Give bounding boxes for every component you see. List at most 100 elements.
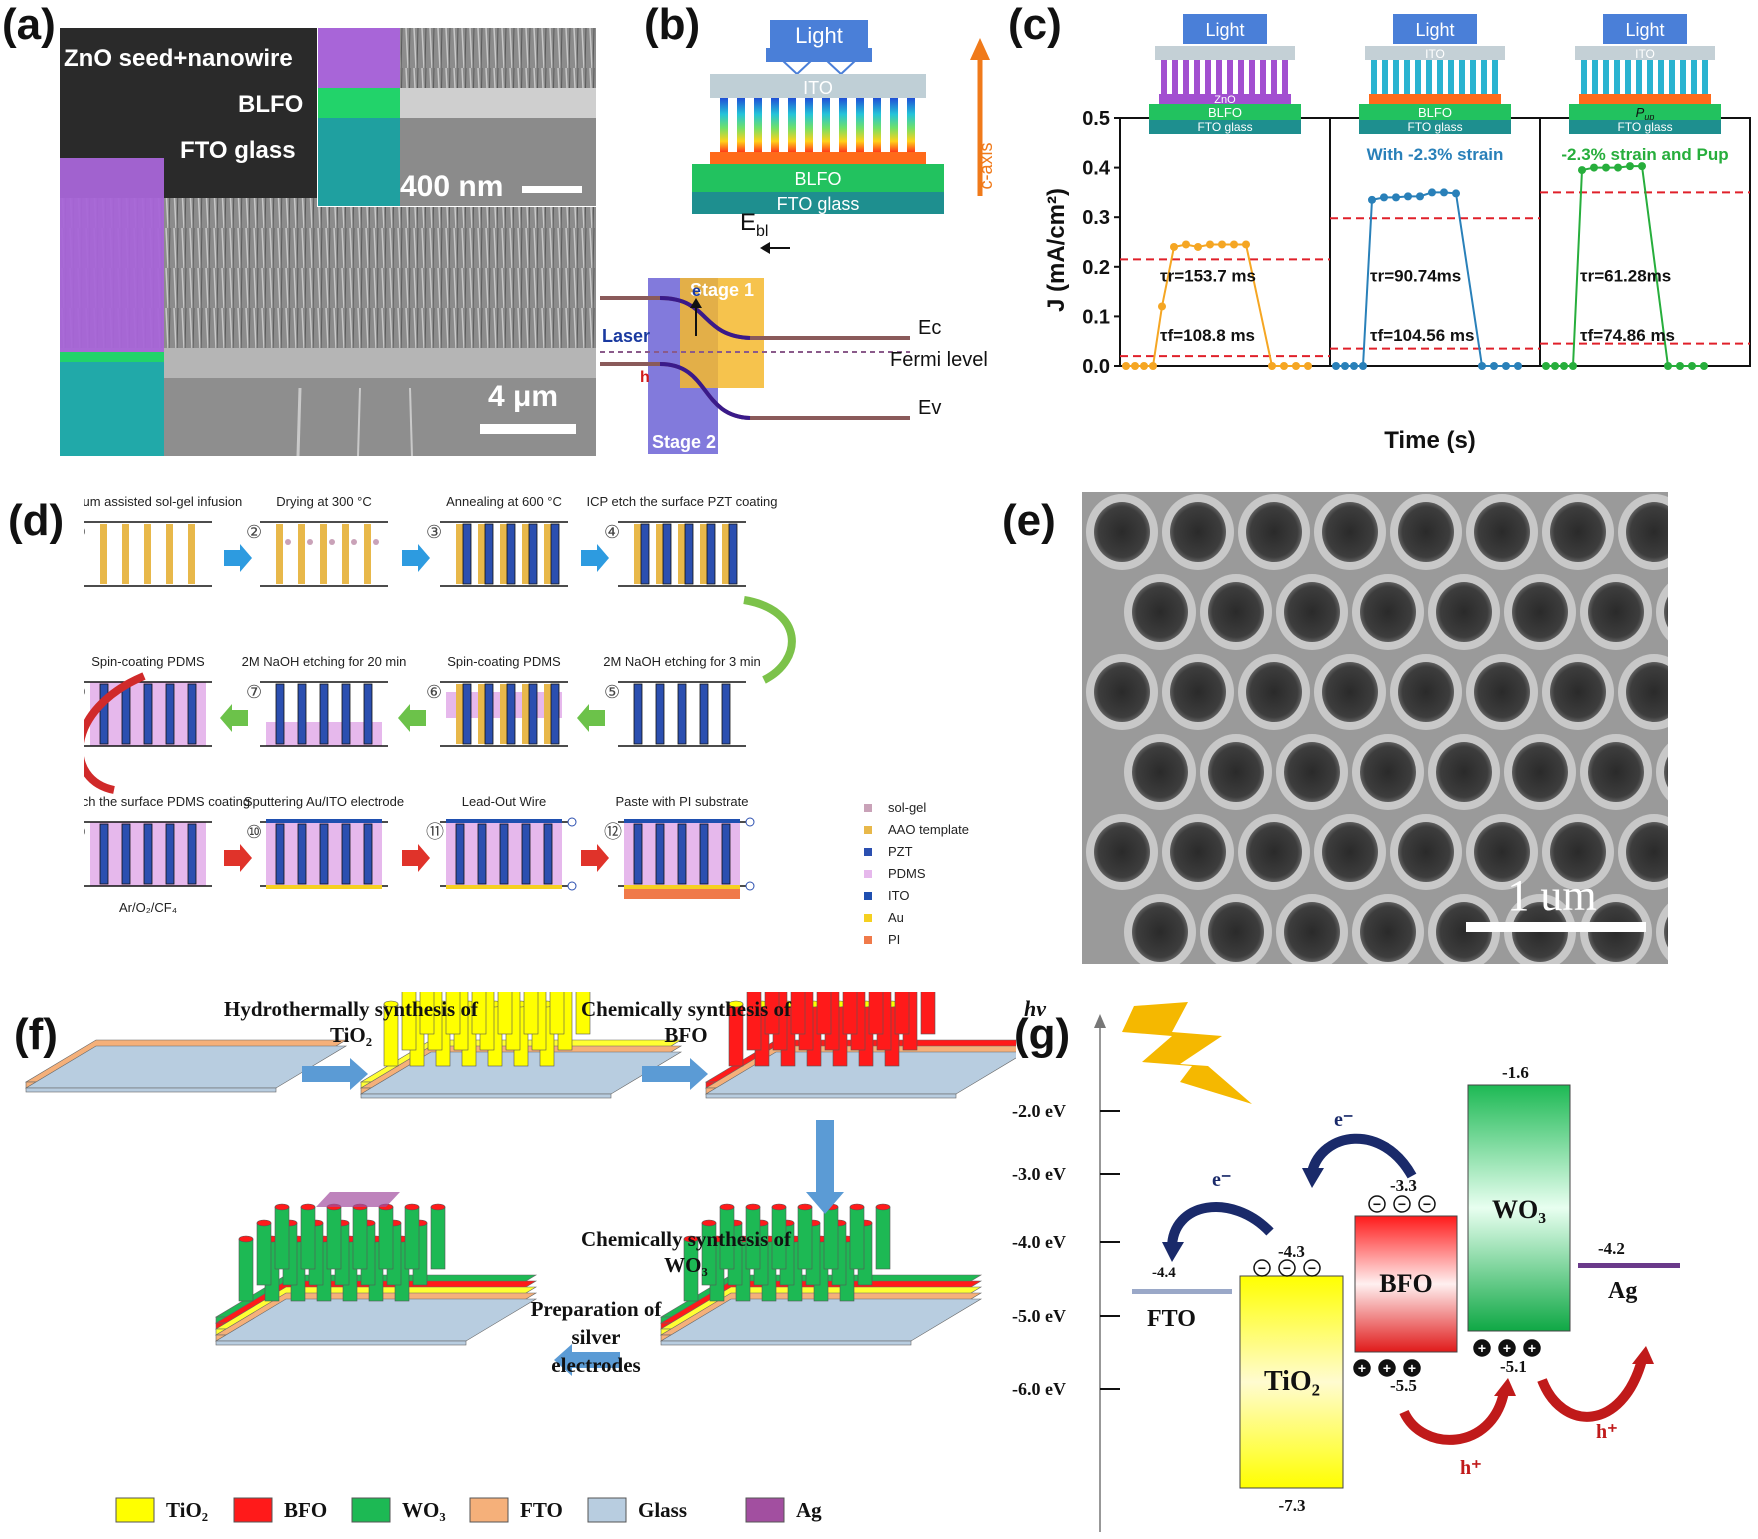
data-point [1149,362,1157,370]
au-electrode [624,885,740,889]
x-axis-label: Time (s) [1384,427,1476,454]
header-fto-label: FTO glass [1617,120,1672,134]
hole-symbol [1498,1339,1516,1357]
header-nanowire [1393,60,1399,94]
electron-symbol [1418,1195,1436,1213]
header-nanowire [1271,60,1277,94]
header-blfo-label: BLFO [1208,105,1242,120]
tube-pore [1474,502,1530,562]
header-nanowire [1647,60,1653,94]
data-point [1182,240,1190,249]
sol-gel-dot [329,539,335,545]
electron-symbol-sign: − [1373,1196,1381,1212]
header-nanowire [1371,60,1377,94]
hole-arrow-1 [1399,1390,1509,1445]
header-nanowire [1581,60,1587,94]
nanorod [404,1206,420,1270]
pzt-rod [550,683,560,745]
nanorod [497,992,513,1035]
pzt-rod [341,823,351,885]
header-nanowire [1205,60,1211,94]
aao-wall [634,524,641,584]
header-nanowire [1216,60,1222,94]
tube-pore [1360,902,1416,962]
pzt-rod [121,683,131,745]
nanorod [894,992,910,1035]
header-interface [1579,94,1711,104]
step-title: 2M NaOH etching for 20 min [242,654,407,669]
electron-label-2: e⁻ [1334,1109,1353,1131]
header-blfo [1569,104,1721,120]
nanorod [256,1222,272,1286]
tube-pore [1208,902,1264,962]
nanorod-top [728,1000,744,1008]
data-point [1341,362,1349,370]
fto-layer [692,192,944,214]
substrate-layer [24,1045,348,1089]
pzt-rod [662,523,672,585]
nanorod [401,992,417,1051]
turn-arrow-right [743,596,796,684]
aao-wall [544,524,551,584]
aao-wall [522,524,529,584]
step-number: ⑤ [604,682,620,702]
process-arrow [402,844,430,872]
nanorod [816,992,832,1035]
pzt-rod [165,823,175,885]
data-point [1578,166,1586,175]
pzt-rod [684,523,694,585]
ebl-label: Ebl [740,209,768,240]
data-point [1676,362,1684,370]
data-point [1664,362,1672,370]
header-nanowire [1382,60,1388,94]
data-point [1392,193,1400,202]
step-title: 2M NaOH etching for 3 min [603,654,761,669]
legend-label: WO₃ [402,1498,446,1522]
header-interface [1369,94,1501,104]
sol-gel-dot [373,539,379,545]
process-arrow [398,704,426,732]
process-arrow [302,1058,368,1090]
pzt-rod [728,523,738,585]
electron-symbol [1278,1259,1296,1277]
step-title: Spin-coating PDMS [447,654,561,669]
header-light-box [1183,14,1267,44]
nanorod [471,992,487,1035]
header-blfo [1359,104,1511,120]
legend-swatch [864,826,872,834]
pzt-rod [275,823,285,885]
header-fto [1149,120,1301,134]
nanorod-top [404,1203,420,1211]
legend-swatch [864,804,872,812]
tube-pore [1246,502,1302,562]
tube-pore [1626,502,1668,562]
pzt-rod [721,823,731,885]
sol-gel-dot [285,539,291,545]
pzt-rod [319,683,329,745]
nanorod [549,992,565,1035]
tube-pore [1094,822,1150,882]
header-nanowire [1625,60,1631,94]
header-light-box [1393,14,1477,44]
data-point [1350,362,1358,370]
tube-pore [1132,902,1188,962]
aao-wall [298,524,305,584]
header-nanowire [1636,60,1642,94]
legend-label: Glass [638,1498,687,1522]
nanorod-top [701,1219,717,1227]
aao-wall [478,684,485,744]
nanorod-top [719,1203,735,1211]
pzt-rod [341,683,351,745]
header-ito [1155,46,1295,60]
electron-label: e [692,283,701,300]
step-title: Lead-Out Wire [462,794,547,809]
pzt-rod [484,683,494,745]
header-nanowire [1426,60,1432,94]
energy-tick-label: -2.0 eV [1012,1101,1066,1121]
header-fto [1569,120,1721,134]
pzt-rod [499,823,509,885]
header-ito [1365,46,1505,60]
data-point [1560,362,1568,370]
fto-label: FTO [1147,1306,1196,1332]
legend-label: ITO [888,888,909,903]
